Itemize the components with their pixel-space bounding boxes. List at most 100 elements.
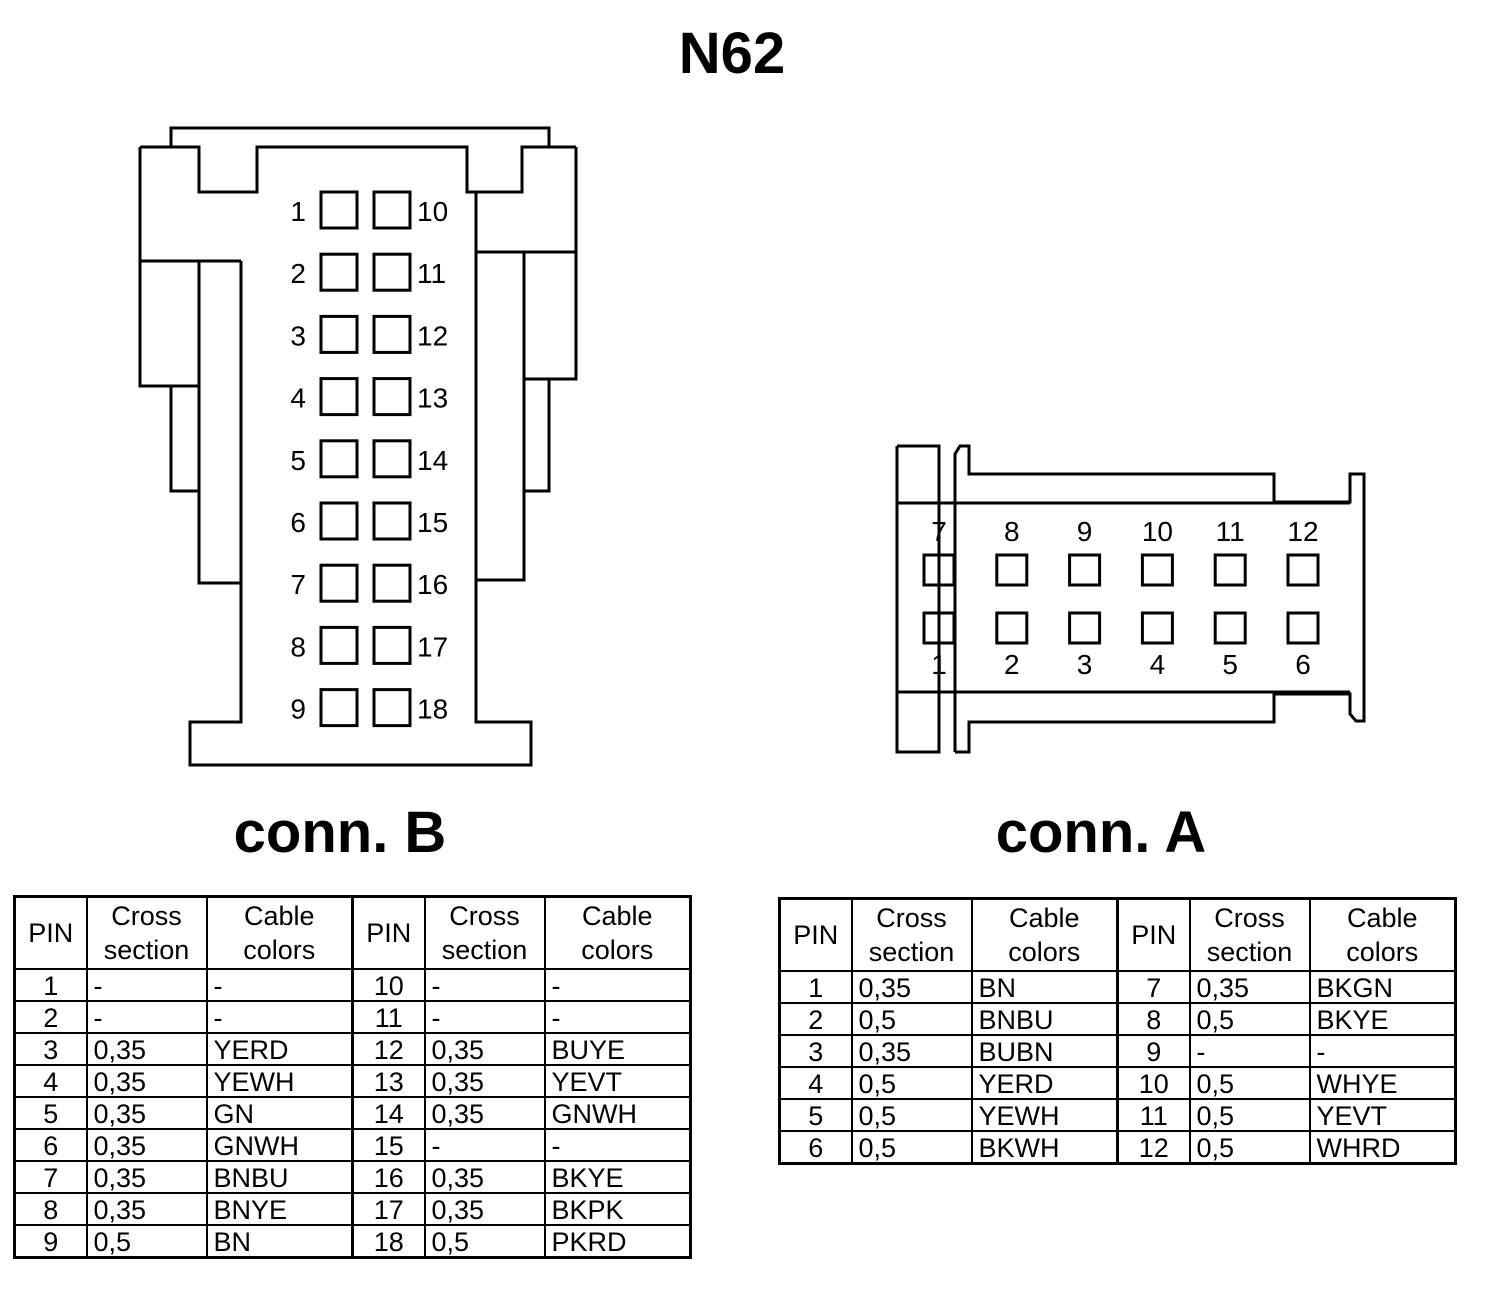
cross-section-cell: 0,35 — [85, 1096, 208, 1130]
cable-color-cell: BKYE — [543, 1160, 692, 1194]
pin-label: 5 — [290, 445, 306, 476]
pin-cell: 16 — [351, 1160, 426, 1194]
pin-label: 11 — [417, 258, 446, 289]
pin-cell: 5 — [13, 1096, 88, 1130]
pin-label: 11 — [1216, 516, 1245, 547]
cross-section-cell: 0,35 — [423, 1192, 546, 1226]
pin-socket — [319, 563, 359, 603]
pin-label: 15 — [417, 507, 448, 538]
pin-socket — [1140, 553, 1174, 587]
pin-cell: 8 — [13, 1192, 88, 1226]
pin-cell: 9 — [1116, 1034, 1191, 1068]
cable-color-cell: BN — [970, 970, 1119, 1004]
pin-cell: 12 — [1116, 1130, 1191, 1165]
connector-b-label: conn. B — [234, 800, 447, 865]
cable-color-cell: YERD — [205, 1032, 354, 1066]
header-pin: PIN — [13, 895, 88, 970]
pin-label: 4 — [1150, 649, 1166, 680]
pin-cell: 4 — [13, 1064, 88, 1098]
cable-color-cell: WHRD — [1308, 1130, 1457, 1165]
pin-cell: 4 — [778, 1066, 853, 1100]
pin-label: 13 — [417, 383, 448, 414]
pin-label: 8 — [1004, 516, 1020, 547]
pin-socket — [1286, 553, 1320, 587]
cable-color-cell: YEVT — [543, 1064, 692, 1098]
pin-label: 3 — [1077, 649, 1093, 680]
pin-label: 12 — [417, 320, 448, 351]
cross-section-cell: 0,35 — [423, 1032, 546, 1066]
table-row: 1--10-- — [13, 968, 692, 1002]
pin-label: 17 — [417, 631, 448, 662]
cable-color-cell: - — [543, 1000, 692, 1034]
cable-color-cell: YEWH — [205, 1064, 354, 1098]
pin-socket — [995, 553, 1029, 587]
pin-label: 10 — [1142, 516, 1173, 547]
cross-section-cell: 0,5 — [850, 1130, 973, 1165]
pin-label: 12 — [1287, 516, 1318, 547]
cable-color-cell: GNWH — [543, 1096, 692, 1130]
pin-label: 16 — [417, 569, 448, 600]
pin-socket — [372, 377, 412, 417]
cable-color-cell: BKYE — [1308, 1002, 1457, 1036]
connector-b-housing — [138, 126, 578, 767]
cable-color-cell: BKWH — [970, 1130, 1119, 1165]
pin-label: 14 — [417, 445, 448, 476]
cross-section-cell: - — [85, 1000, 208, 1034]
cross-section-cell: 0,35 — [423, 1064, 546, 1098]
pin-cell: 18 — [351, 1224, 426, 1259]
pin-label: 9 — [290, 694, 306, 725]
pin-socket — [1068, 553, 1102, 587]
pin-cell: 11 — [351, 1000, 426, 1034]
pin-socket — [372, 314, 412, 354]
cross-section-cell: 0,35 — [423, 1160, 546, 1194]
cable-color-cell: WHYE — [1308, 1066, 1457, 1100]
cable-color-cell: - — [205, 1000, 354, 1034]
cable-color-cell: BUYE — [543, 1032, 692, 1066]
cross-section-cell: 0,35 — [850, 970, 973, 1004]
pin-socket — [1213, 611, 1247, 645]
pin-label: 2 — [1004, 649, 1020, 680]
pin-socket — [1068, 611, 1102, 645]
pin-socket — [319, 252, 359, 292]
cable-color-cell: BNBU — [205, 1160, 354, 1194]
cross-section-cell: 0,5 — [1188, 1066, 1311, 1100]
cross-section-cell: 0,35 — [85, 1192, 208, 1226]
pin-cell: 12 — [351, 1032, 426, 1066]
pin-socket — [372, 439, 412, 479]
pin-socket — [319, 625, 359, 665]
cable-color-cell: - — [543, 968, 692, 1002]
pin-label: 9 — [1077, 516, 1093, 547]
pin-cell: 6 — [13, 1128, 88, 1162]
pin-cell: 1 — [13, 968, 88, 1002]
pin-label: 3 — [290, 320, 306, 351]
pin-socket — [1213, 553, 1247, 587]
cable-color-cell: BNBU — [970, 1002, 1119, 1036]
pin-label: 4 — [290, 383, 306, 414]
cable-color-cell: GN — [205, 1096, 354, 1130]
pin-cell: 9 — [13, 1224, 88, 1259]
cable-color-cell: YEWH — [970, 1098, 1119, 1132]
cross-section-cell: 0,35 — [423, 1096, 546, 1130]
pin-label: 6 — [1295, 649, 1311, 680]
cable-color-cell: BN — [205, 1224, 354, 1259]
cable-color-cell: PKRD — [543, 1224, 692, 1259]
diagram-title: N62 — [679, 21, 785, 86]
